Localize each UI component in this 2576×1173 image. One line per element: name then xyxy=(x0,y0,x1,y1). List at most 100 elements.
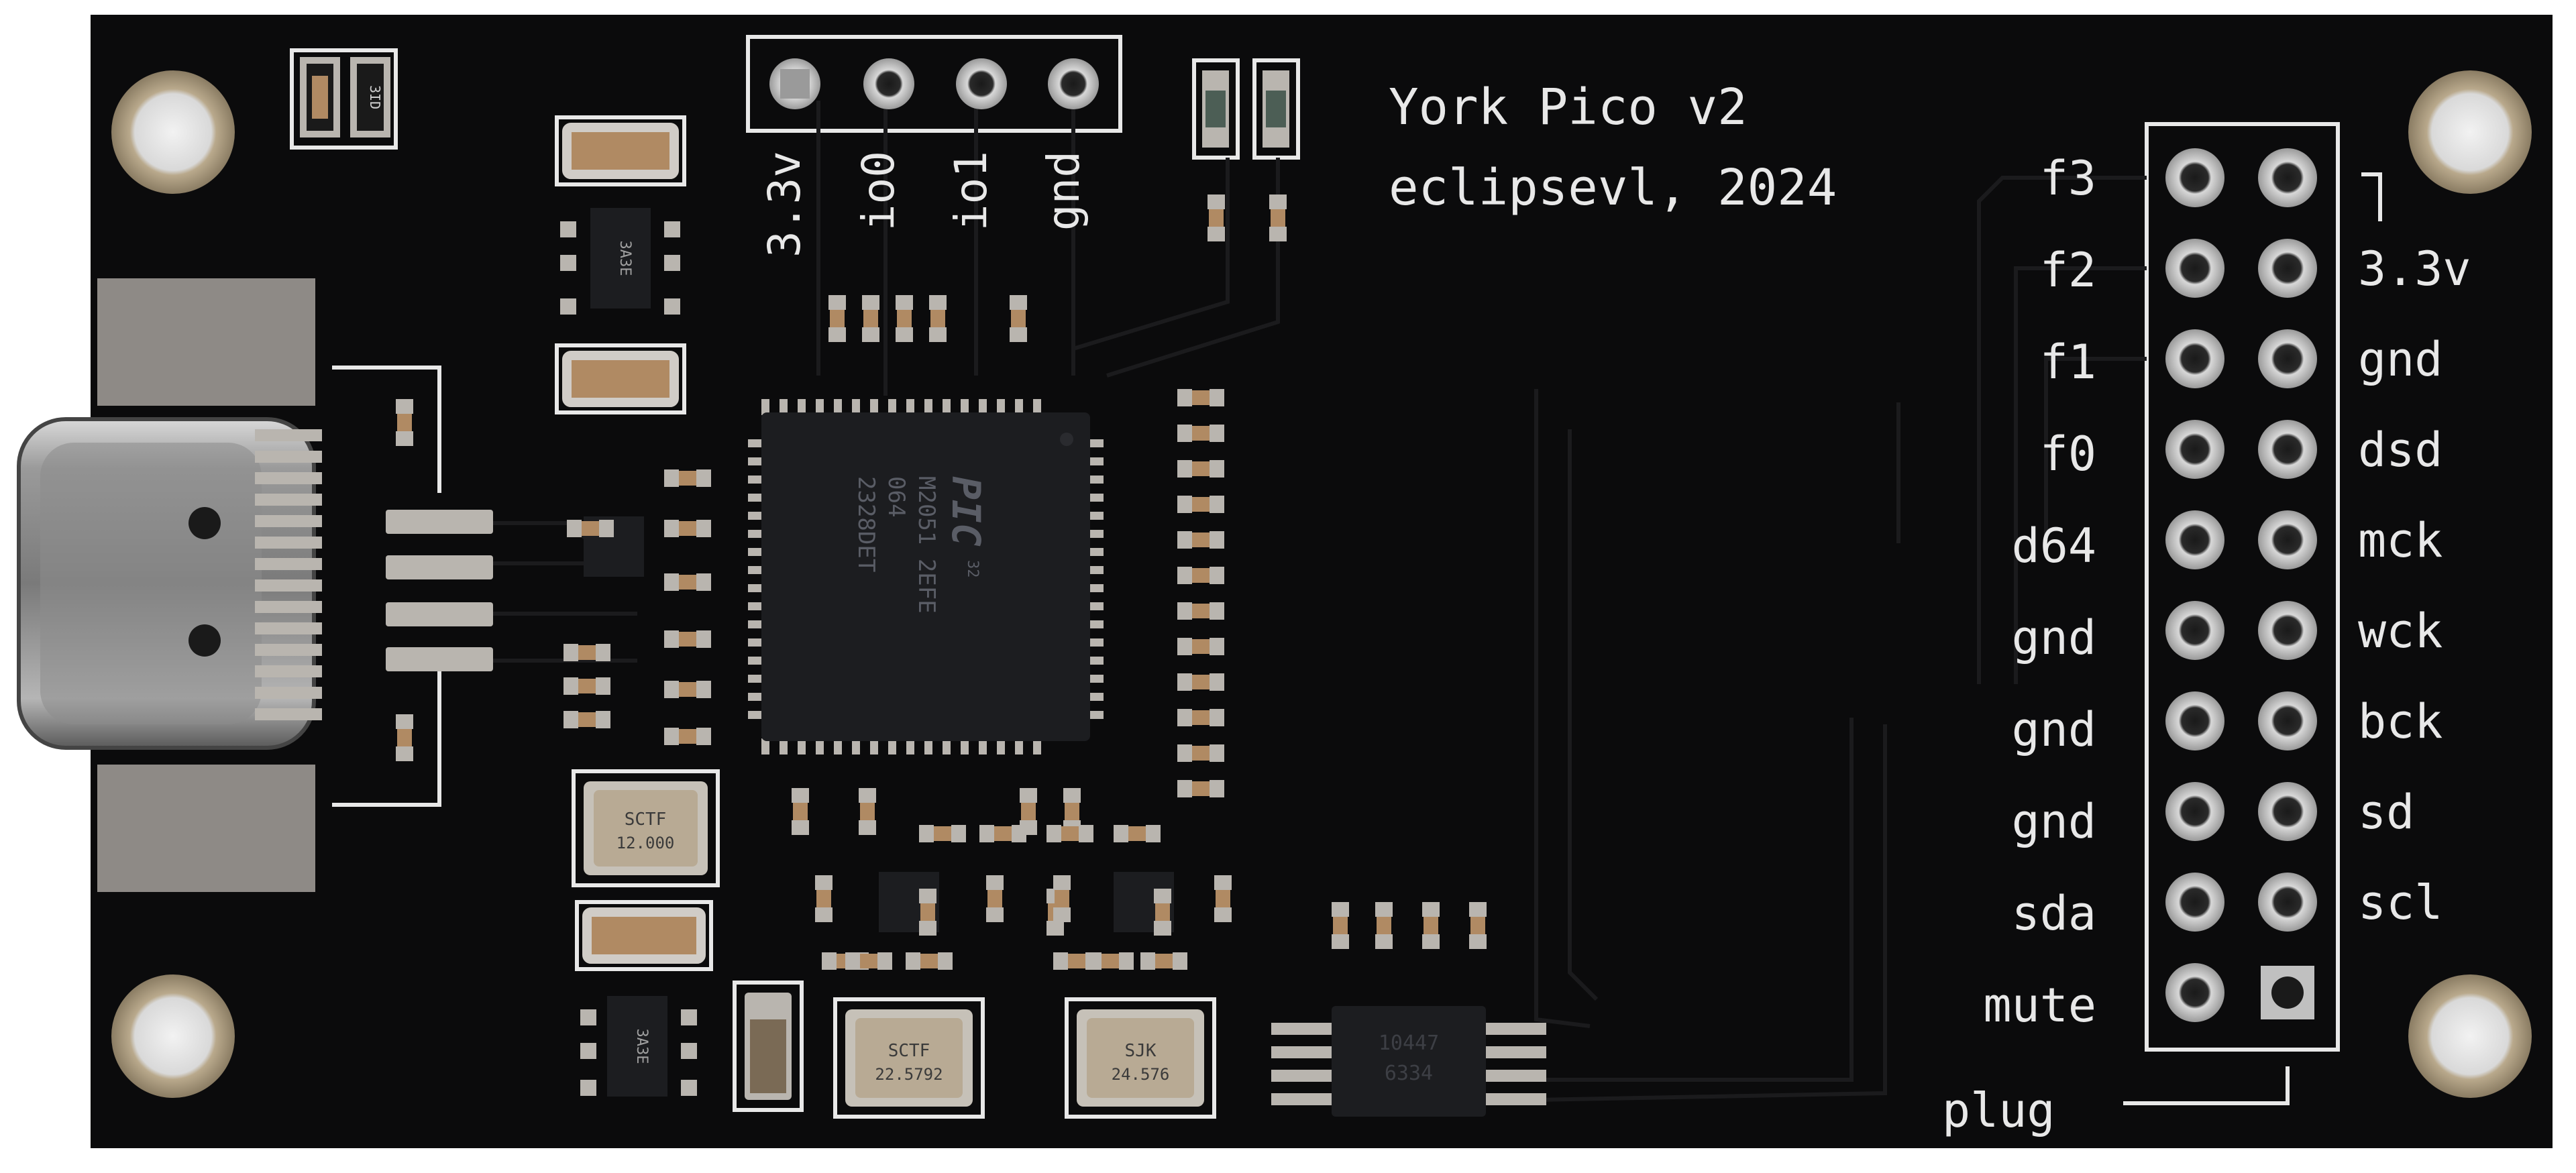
smd-pad xyxy=(1210,638,1224,655)
connector-right-label: sd xyxy=(2358,785,2414,840)
silkscreen-lines xyxy=(290,35,2382,1119)
crystal-marking-line2: 12.000 xyxy=(616,834,675,852)
smd-pad xyxy=(560,221,576,237)
resistor-marking: 3ID xyxy=(367,85,383,109)
smd-pad xyxy=(986,875,1004,890)
smd-pad xyxy=(599,520,614,537)
silk-outline-crystal xyxy=(572,769,720,887)
mcu-pin xyxy=(1033,738,1041,755)
smd-body xyxy=(1470,917,1485,934)
smd-pad xyxy=(1177,567,1192,584)
smd-pad xyxy=(1210,389,1224,406)
usb-latch xyxy=(189,624,221,657)
smd-pad xyxy=(696,520,711,537)
smd-pad xyxy=(906,952,920,970)
smd-body xyxy=(1271,209,1285,227)
soic-pins xyxy=(1271,1023,1546,1105)
smd-pad xyxy=(1210,567,1224,584)
mcu-pin xyxy=(1087,566,1104,574)
silk-bracket-top xyxy=(2361,172,2382,221)
mcu-pin xyxy=(1015,738,1023,755)
silk-outline-crystal xyxy=(833,997,985,1119)
smd-pad xyxy=(681,1043,697,1059)
mcu-pin xyxy=(748,693,764,701)
smd-body xyxy=(830,310,845,327)
resistor xyxy=(300,57,340,137)
smd-pad xyxy=(1046,921,1064,936)
usb-pin xyxy=(255,537,322,549)
smd-body xyxy=(1192,461,1210,476)
smd-body xyxy=(920,903,935,921)
smd-pad xyxy=(696,630,711,648)
smd-pad xyxy=(1210,709,1224,726)
ic-sot23 xyxy=(590,208,651,309)
smd-pad xyxy=(919,825,934,842)
mcu-pin xyxy=(870,738,878,755)
mcu-pin xyxy=(1087,530,1104,538)
mcu-pin xyxy=(943,399,951,415)
smd-body xyxy=(1061,826,1079,841)
connector-left-label: gnd xyxy=(2012,610,2096,665)
smd-body xyxy=(1011,310,1026,327)
ic-marking: 3A3E xyxy=(616,241,633,276)
smd-pad xyxy=(1332,934,1349,949)
smd-pad xyxy=(862,295,879,310)
smd-pad xyxy=(1177,744,1192,762)
smd-pad xyxy=(1154,921,1171,936)
mounting-hole xyxy=(2408,974,2532,1098)
mcu-pin xyxy=(748,566,764,574)
smd-pad xyxy=(1177,389,1192,406)
smd-pad xyxy=(919,921,936,936)
soic8-chip: 10447 6334 xyxy=(1271,1006,1546,1117)
connector-right-label: bck xyxy=(2358,694,2443,749)
mcu-pin xyxy=(1087,476,1104,484)
soic-pin xyxy=(1271,1093,1335,1105)
mcu-pin xyxy=(997,399,1005,415)
capacitors-tan xyxy=(562,123,792,1100)
mcu-pin xyxy=(748,476,764,484)
smd-pad xyxy=(1177,602,1192,620)
smd-body xyxy=(1377,917,1391,934)
mcu-pin xyxy=(834,399,842,415)
crystal: SJK 24.576 xyxy=(1077,1009,1204,1107)
smd-pad xyxy=(696,681,711,698)
smd-pad xyxy=(859,820,876,835)
smd-body xyxy=(1424,917,1438,934)
smd-pad xyxy=(596,677,610,695)
resistor xyxy=(350,57,390,137)
ic-marking: 3A3E xyxy=(633,1029,650,1064)
smd-pad xyxy=(396,431,413,446)
usb-pin xyxy=(255,579,322,592)
smd-body xyxy=(1192,639,1210,654)
smd-pad xyxy=(396,746,413,761)
soic-pin xyxy=(1271,1046,1335,1058)
smd-body xyxy=(679,632,696,647)
smd-pad xyxy=(1087,952,1102,970)
smd-body xyxy=(897,310,912,327)
smd-pad xyxy=(986,907,1004,922)
smd-body xyxy=(1192,390,1210,405)
connector-pin xyxy=(2165,601,2224,660)
mcu-pin xyxy=(852,399,860,415)
smd-body xyxy=(930,310,945,327)
smd-pad xyxy=(1177,531,1192,549)
mcu-pin xyxy=(748,675,764,683)
mcu-pin xyxy=(1033,399,1041,415)
mcu-pin xyxy=(1015,399,1023,415)
smd-pad xyxy=(1177,709,1192,726)
connector-pin xyxy=(2165,329,2224,388)
smd-pad xyxy=(1214,907,1232,922)
usb-pin xyxy=(255,665,322,677)
mcu-marking-line3: 2328DET xyxy=(853,476,879,572)
connector-left-label: gnd xyxy=(2012,794,2096,849)
smd-pad xyxy=(1208,227,1225,241)
smd-body xyxy=(987,890,1002,907)
smd-pad xyxy=(979,825,994,842)
mcu-pin xyxy=(1087,657,1104,665)
smd-pad xyxy=(1375,934,1393,949)
smd-pad xyxy=(596,711,610,728)
connector-bottom-label: plug xyxy=(1942,1083,2055,1138)
usb-pin xyxy=(255,708,322,720)
mcu-brand: PIC xyxy=(943,476,989,547)
smd-pad xyxy=(1177,425,1192,442)
